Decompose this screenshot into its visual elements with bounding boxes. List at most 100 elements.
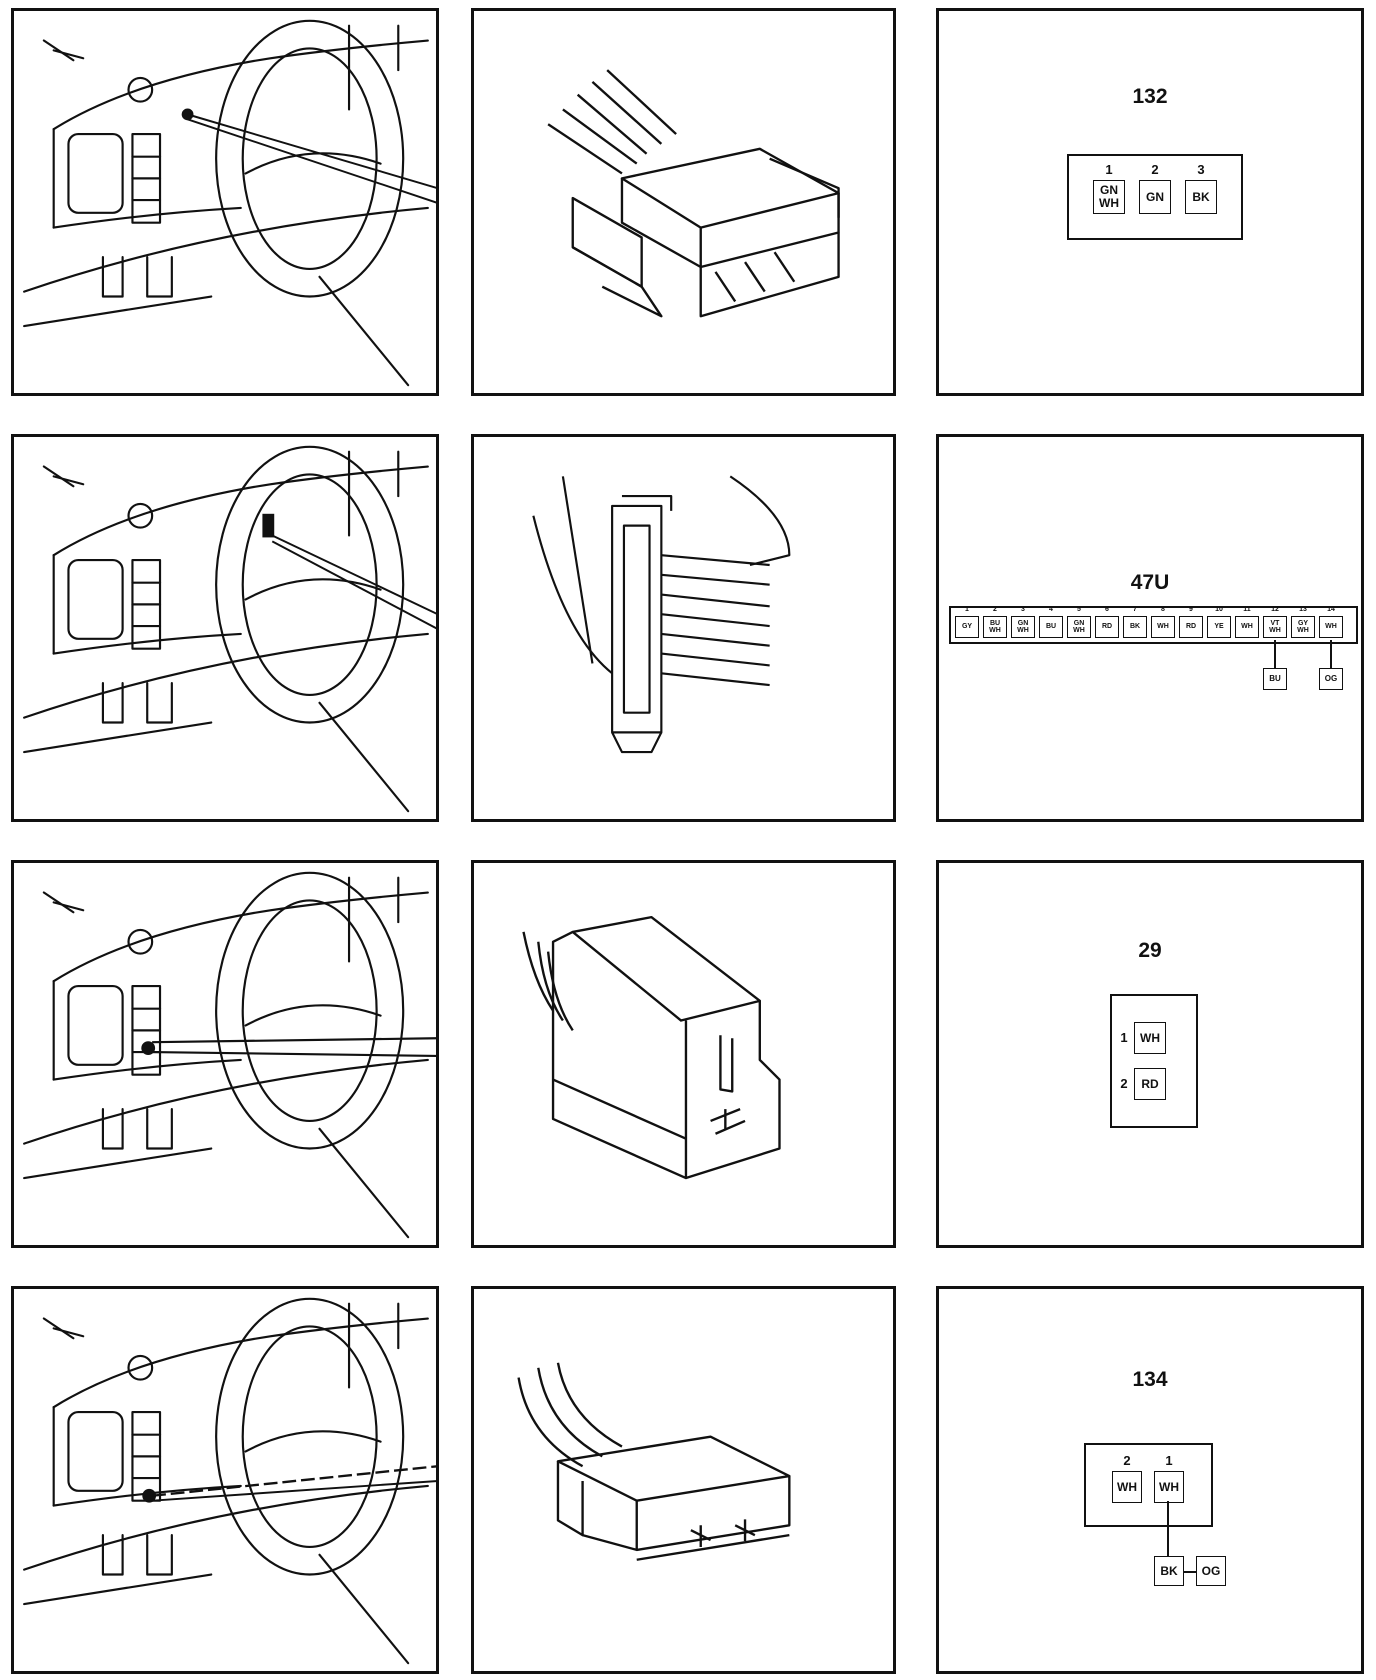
pinout-panel-134: 134 2 1 WH WH BK OG [936, 1286, 1364, 1674]
pin-number: 12 [1271, 606, 1279, 613]
connector-view-134 [471, 1286, 896, 1674]
pin-cell: WH [1151, 616, 1175, 638]
branch-wire-cell: OG [1196, 1556, 1226, 1586]
pin-number: 4 [1049, 606, 1053, 613]
pinout-panel-47U: 47U 1 2 3 4 5 6 7 8 9 10 11 12 13 14 GY … [936, 434, 1364, 822]
wire-color: GN [1100, 183, 1118, 198]
dashboard-location-drawing [23, 19, 436, 387]
pin-number: 1 [965, 606, 969, 613]
wire-color: WH [1073, 627, 1085, 634]
branch-wire-cell: OG [1319, 668, 1343, 690]
branch-wire [1274, 640, 1276, 668]
dashboard-location-drawing [23, 871, 436, 1239]
branch-wire [1184, 1571, 1196, 1573]
connector-face: 2 1 WH WH [1084, 1443, 1213, 1527]
wire-color: WH [1269, 627, 1281, 634]
wire-color: WH [1140, 1030, 1160, 1045]
pin-number: 1 [1165, 1453, 1173, 1468]
pin-number: 8 [1161, 606, 1165, 613]
wire-color: WH [1159, 1479, 1179, 1494]
pin-number: 3 [1197, 162, 1205, 177]
pin-number: 2 [1120, 1076, 1128, 1091]
location-view-134 [11, 1286, 439, 1674]
pin-cell: BU [1039, 616, 1063, 638]
connector-id: 47U [1130, 571, 1170, 594]
connector-drawing [522, 915, 781, 1180]
pin-cell: GN WH [1093, 180, 1125, 214]
wire-color: RD [1141, 1076, 1159, 1091]
branch-wire-cell: BU [1263, 668, 1287, 690]
pin-number: 2 [1123, 1453, 1131, 1468]
wire-color: BU [1045, 623, 1057, 631]
pin-number: 1 [1105, 162, 1113, 177]
wire-color: GY [961, 623, 973, 631]
pin-number: 10 [1215, 606, 1223, 613]
pin-cell: WH [1134, 1022, 1166, 1054]
wire-color: BK [1129, 623, 1141, 631]
location-view-47U [11, 434, 439, 822]
pin-cell: GY [955, 616, 979, 638]
wire-color: BU [989, 619, 1001, 627]
wire-color: OG [1324, 673, 1338, 683]
connector-id: 132 [1132, 85, 1168, 108]
pinout-panel-132: 132 1 2 3 GN WH GN BK [936, 8, 1364, 396]
pin-number: 2 [1151, 162, 1159, 177]
wire-color: RD [1185, 623, 1197, 631]
pin-number: 7 [1133, 606, 1137, 613]
pin-cell: WH [1235, 616, 1259, 638]
dashboard-location-drawing [23, 1297, 436, 1665]
wire-color: BK [1160, 1563, 1178, 1578]
connector-drawing [532, 475, 791, 754]
pin-number: 5 [1077, 606, 1081, 613]
pin-number: 2 [993, 606, 997, 613]
branch-wire [1330, 640, 1332, 668]
pin-cell: BK [1185, 180, 1217, 214]
wire-color: RD [1101, 623, 1113, 631]
connector-face: 1 2 3 GN WH GN BK [1067, 154, 1243, 240]
wire-color: BU [1269, 673, 1281, 683]
dashboard-location-drawing [23, 445, 436, 813]
pin-cell: RD [1179, 616, 1203, 638]
pin-cell: WH [1154, 1471, 1184, 1503]
location-view-132 [11, 8, 439, 396]
pin-number: 13 [1299, 606, 1307, 613]
wire-color: WH [1325, 623, 1337, 631]
connector-drawing [517, 1362, 791, 1561]
wire-color: WH [1241, 623, 1253, 631]
pin-number: 9 [1189, 606, 1193, 613]
connector-view-47U [471, 434, 896, 822]
pin-number: 1 [1120, 1030, 1128, 1045]
wire-color: GY [1297, 619, 1309, 627]
wire-color: YE [1214, 623, 1224, 631]
pin-cell: RD [1095, 616, 1119, 638]
pinout-panel-29: 29 1 2 WH RD [936, 860, 1364, 1248]
wire-color: WH [1297, 627, 1309, 634]
wire-color: WH [1099, 196, 1119, 210]
wire-color: WH [989, 627, 1001, 634]
wire-color: VT [1270, 619, 1280, 627]
pin-number: 6 [1105, 606, 1109, 613]
pin-number: 3 [1021, 606, 1025, 613]
connector-drawing [547, 69, 840, 318]
connector-view-132 [471, 8, 896, 396]
connector-id: 29 [1138, 939, 1162, 962]
connector-face: 1 2 WH RD [1110, 994, 1198, 1128]
pin-number: 14 [1327, 606, 1335, 613]
wire-color: WH [1157, 623, 1169, 631]
pin-cell: GN [1139, 180, 1171, 214]
pin-cell: WH [1112, 1471, 1142, 1503]
pin-number: 11 [1243, 606, 1251, 613]
wire-color: WH [1117, 1479, 1137, 1494]
connector-view-29 [471, 860, 896, 1248]
wire-color: GN [1146, 189, 1164, 204]
wire-color: OG [1201, 1563, 1221, 1578]
branch-wire-cell: BK [1154, 1556, 1184, 1586]
connector-id: 134 [1132, 1368, 1168, 1391]
pin-cell: RD [1134, 1068, 1166, 1100]
location-view-29 [11, 860, 439, 1248]
